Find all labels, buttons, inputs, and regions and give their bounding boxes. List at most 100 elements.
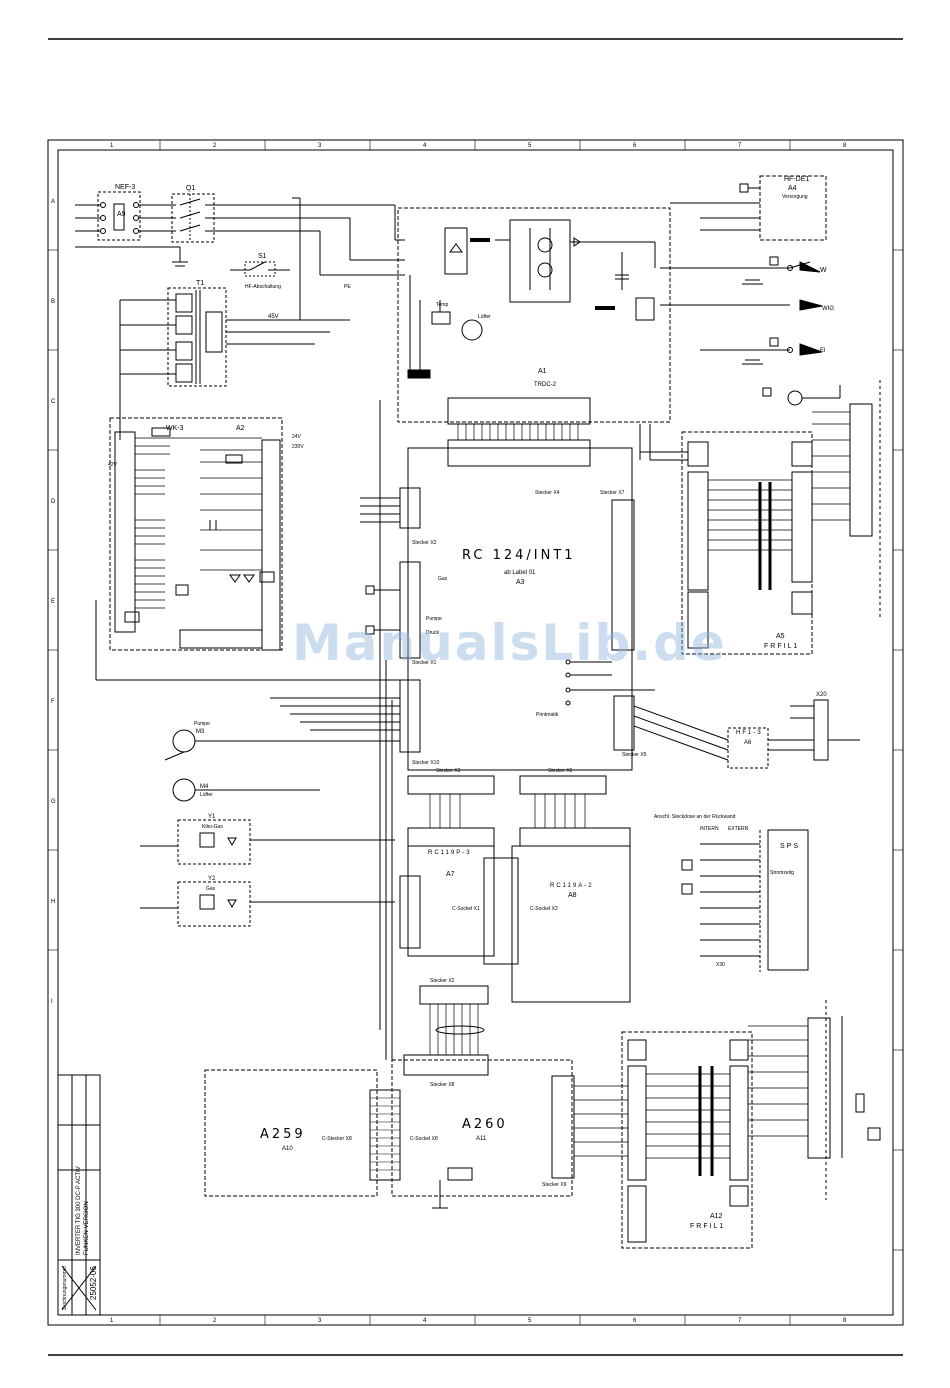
m3-desc: Pumpe xyxy=(194,721,210,727)
a9-label: A9 xyxy=(117,211,126,218)
y2-desc: Gas xyxy=(206,886,216,892)
a12-title: FRFIL1 xyxy=(690,1223,725,1230)
stecker-x5: Stecker X5 xyxy=(622,752,647,758)
v230-label: 230V xyxy=(292,444,304,450)
y1-label: Y1 xyxy=(208,814,216,820)
y1-desc: Kibo-Gas xyxy=(202,824,223,830)
a11-label: A11 xyxy=(476,1136,487,1142)
grid-bottom-1: 1 xyxy=(110,1318,114,1324)
grid-side-c: C xyxy=(51,399,56,405)
tb-doc: Zeichnungsnummer xyxy=(62,1265,68,1310)
druck-label: Druck xyxy=(426,630,440,636)
extern-label: EXTERN xyxy=(728,826,749,832)
c-sockel-x1: C-Sockel X1 xyxy=(452,906,480,912)
stecker-x3-top: Stecker X3 xyxy=(436,768,461,774)
grid-side-i: I xyxy=(51,999,53,1005)
grid-side-f: F xyxy=(51,699,55,705)
grid-top-6: 6 xyxy=(633,143,637,149)
grid-bottom-4: 4 xyxy=(423,1318,427,1324)
a4-sub: Versorgung xyxy=(782,194,808,200)
a10-label: A10 xyxy=(282,1146,293,1152)
a1-title: TRDC-2 xyxy=(534,382,557,388)
sps-title: SPS xyxy=(780,843,800,850)
grid-side-e: E xyxy=(51,599,55,605)
out-wig: WIG xyxy=(822,306,834,312)
v24-label: 24V xyxy=(292,434,302,440)
out-el: El xyxy=(820,348,825,354)
grid-side-h: H xyxy=(51,899,55,905)
pe-label: PE xyxy=(344,284,351,290)
grid-bottom-3: 3 xyxy=(318,1318,322,1324)
grid-bottom-8: 8 xyxy=(843,1318,847,1324)
stecker-x9: Stecker X9 xyxy=(542,1182,567,1188)
grid-side-d: D xyxy=(51,499,56,505)
s1-desc: HF-Abschaltung xyxy=(245,284,281,290)
a1-label: A1 xyxy=(538,368,547,375)
a2-label: A2 xyxy=(236,425,245,432)
x30-label: X30 xyxy=(716,962,725,968)
grid-top-1: 1 xyxy=(110,143,114,149)
a5-title: FRFIL1 xyxy=(764,643,799,650)
t1-45v: 45V xyxy=(268,314,279,320)
stecker-x8: Stecker X8 xyxy=(430,1082,455,1088)
a5-label: A5 xyxy=(776,633,785,640)
c-sockel-x2: C-Sockel X2 xyxy=(530,906,558,912)
grid-bottom-6: 6 xyxy=(633,1318,637,1324)
grid-top-5: 5 xyxy=(528,143,532,149)
tb-line2: FUNKEN-VERSION xyxy=(84,1201,90,1255)
t1-label: T1 xyxy=(196,280,204,287)
a9-title: NEF-3 xyxy=(115,184,135,191)
a2-title: WK-3 xyxy=(166,425,184,432)
a4-label: A4 xyxy=(788,185,797,192)
stecker-x2-bottom: Stecker X2 xyxy=(430,978,455,984)
tb-line1: INVERTER TIG 300 DC-P ACTIV xyxy=(76,1166,82,1255)
grid-top-2: 2 xyxy=(213,143,217,149)
v42-label: 42V xyxy=(108,462,118,468)
stecker-x2-label: Stecker X2 xyxy=(412,540,437,546)
grid-bottom-5: 5 xyxy=(528,1318,532,1324)
printmatik-label: Printmatik xyxy=(536,712,559,718)
sps-caption: Anschl. Steckdose an der Rückwand xyxy=(654,814,736,820)
x20-label: X20 xyxy=(816,692,827,698)
tb-number: 25052-06 xyxy=(89,1266,98,1300)
watermark: ManualsLib.de xyxy=(292,614,727,672)
out-w: W xyxy=(820,267,827,274)
a7-title: RC119P-3 xyxy=(428,850,472,856)
m4-desc: Lüfter xyxy=(200,792,213,798)
a6-label: A6 xyxy=(744,740,752,746)
stecker-x1-label: Stecker X1 xyxy=(412,660,437,666)
a6-title: HF1-3 xyxy=(736,730,763,736)
a7-label: A7 xyxy=(446,871,455,878)
m3-label: M3 xyxy=(196,729,205,735)
temp-label: Temp xyxy=(436,302,448,308)
grid-bottom-2: 2 xyxy=(213,1318,217,1324)
a11-title: A260 xyxy=(462,1117,508,1132)
a3-label: A3 xyxy=(516,579,525,586)
stecker-x6-top: Stecker X6 xyxy=(548,768,573,774)
grid-side-g: G xyxy=(51,799,56,805)
grid-side-a: A xyxy=(51,199,55,205)
y2-label: Y2 xyxy=(208,876,216,882)
gas-label: Gas xyxy=(438,576,448,582)
m4-label: M4 xyxy=(200,784,209,790)
a4-title: HF-DE1 xyxy=(784,176,809,183)
intern-label: INTERN xyxy=(700,826,719,832)
stromzeit-label: Stromzeitg xyxy=(770,870,794,876)
fan-label: Lüfter xyxy=(478,314,491,320)
stecker-x4: Stecker X4 xyxy=(535,490,560,496)
q1-label: Q1 xyxy=(186,185,195,192)
a12-label: A12 xyxy=(710,1213,723,1220)
a8-label: A8 xyxy=(568,892,577,899)
a3-sub: ab Label 01 xyxy=(504,570,536,576)
stecker-x7: Stecker X7 xyxy=(600,490,625,496)
s1-label: S1 xyxy=(258,253,267,260)
a3-title: RC 124/INT1 xyxy=(462,548,576,563)
grid-top-4: 4 xyxy=(423,143,427,149)
stecker-x10: Stecker X10 xyxy=(412,760,439,766)
grid-top-7: 7 xyxy=(738,143,742,149)
a8-title: RC119A-2 xyxy=(550,883,594,889)
pumpe-label: Pumpe xyxy=(426,616,442,622)
grid-top-8: 8 xyxy=(843,143,847,149)
a10-title: A259 xyxy=(260,1127,306,1142)
